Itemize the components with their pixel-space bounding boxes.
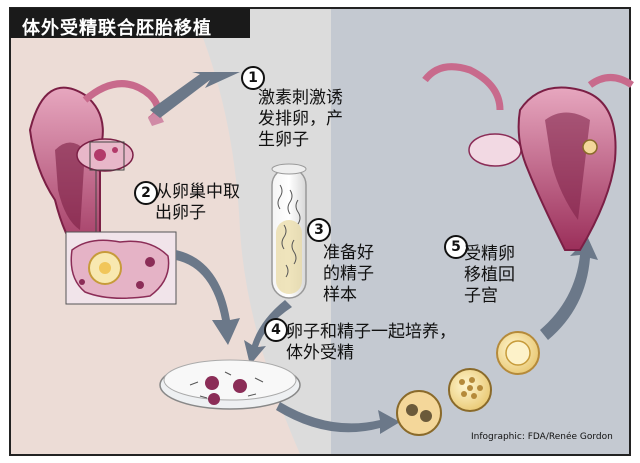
step-label-2: 从卵巢中取 出卵子 [155,182,240,223]
arrow-sperm-to-dish [244,300,292,365]
arrow-egg-to-dish [176,250,240,345]
arrow-transfer [540,238,598,340]
step-number-4: 4 [264,318,288,342]
step-label-4: 卵子和精子一起培养， 体外受精 [286,322,456,363]
step-number-2: 2 [134,181,158,205]
ovary-closeup [70,239,170,299]
page-title: 体外受精联合胚胎移植 [22,18,212,39]
image-credit: Infographic: FDA/Renée Gordon [471,432,613,442]
petri-dish [159,359,301,410]
sperm-test-tube [271,163,307,299]
embryo-stages [396,331,540,436]
step-label-3: 准备好 的精子 样本 [323,243,374,305]
step-label-5: 受精卵 移植回 子宫 [464,244,515,306]
title-bar [10,8,250,38]
step-number-3: 3 [307,218,331,242]
step-number-5: 5 [444,235,468,259]
zoom-box-small [89,141,125,171]
step-label-1: 激素刺激诱 发排卵，产 生卵子 [258,88,343,150]
step-number-1: 1 [241,66,265,90]
arrow-hormone [150,72,240,118]
uterus-right [422,63,634,251]
arrow-dish-to-embryo [276,402,400,434]
